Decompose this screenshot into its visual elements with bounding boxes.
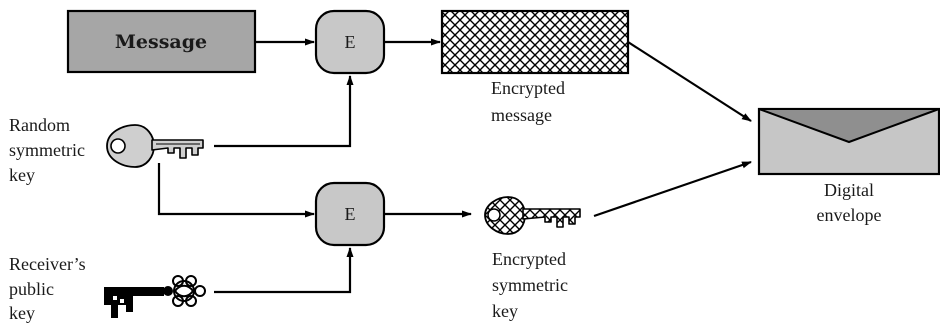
envelope-label-2: envelope <box>817 205 882 225</box>
arrow-public-key-to-encrypt <box>214 247 354 294</box>
encrypted-key-icon <box>484 196 581 235</box>
connectors <box>157 38 752 294</box>
encrypted-key-label-1: Encrypted <box>492 249 566 269</box>
encrypted-message-box <box>440 9 630 75</box>
encrypted-key-label-2: symmetric <box>492 275 568 295</box>
encrypted-message-label-2: message <box>491 105 552 125</box>
message-box: Message <box>66 9 257 74</box>
random-key-label-3: key <box>9 165 35 185</box>
receiver-key-label-1: Receiver’s <box>9 254 86 274</box>
arrow-key-to-encrypt-bottom <box>157 163 315 218</box>
encrypt-node-top: E <box>314 9 386 75</box>
encrypt-bottom-label: E <box>345 204 356 224</box>
receiver-key-label-2: public <box>9 279 54 299</box>
arrow-encrypted-key-to-envelope <box>593 160 752 218</box>
random-key-label-1: Random <box>9 115 70 135</box>
symmetric-key-icon <box>106 124 204 168</box>
envelope-label-1: Digital <box>824 180 874 200</box>
encrypt-node-bottom: E <box>314 181 386 247</box>
arrow-ciphertext-to-envelope <box>627 41 752 122</box>
receiver-key-label-3: key <box>9 303 35 323</box>
encrypted-key-label-3: key <box>492 301 518 321</box>
message-label: Message <box>115 31 207 53</box>
encrypted-message-label-1: Encrypted <box>491 78 565 98</box>
digital-envelope-icon <box>757 107 940 176</box>
random-key-label-2: symmetric <box>9 140 85 160</box>
public-key-icon <box>104 275 206 318</box>
arrow-key-to-encrypt-top <box>214 75 354 148</box>
encrypt-top-label: E <box>345 32 356 52</box>
